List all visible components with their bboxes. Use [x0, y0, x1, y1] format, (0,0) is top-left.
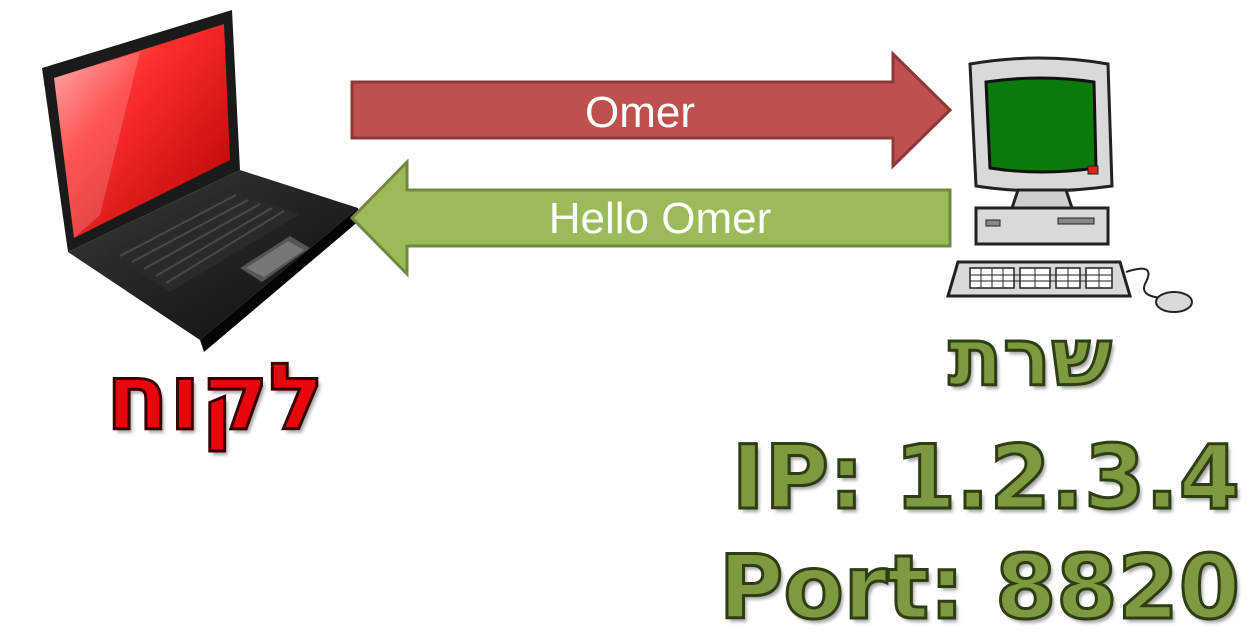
request-message-label: Omer: [585, 88, 695, 137]
response-message-label: Hello Omer: [548, 194, 772, 243]
request-arrow: [350, 50, 953, 170]
client-label: לקוח: [104, 344, 325, 451]
server-ip-label: IP: 1.2.3.4: [730, 426, 1241, 529]
response-arrow: [349, 158, 952, 278]
server-label: שרת: [947, 311, 1113, 404]
laptop-icon: [42, 10, 360, 352]
desktop-computer-icon: [945, 56, 1193, 313]
server-port-label: Port: 8820: [717, 536, 1241, 639]
